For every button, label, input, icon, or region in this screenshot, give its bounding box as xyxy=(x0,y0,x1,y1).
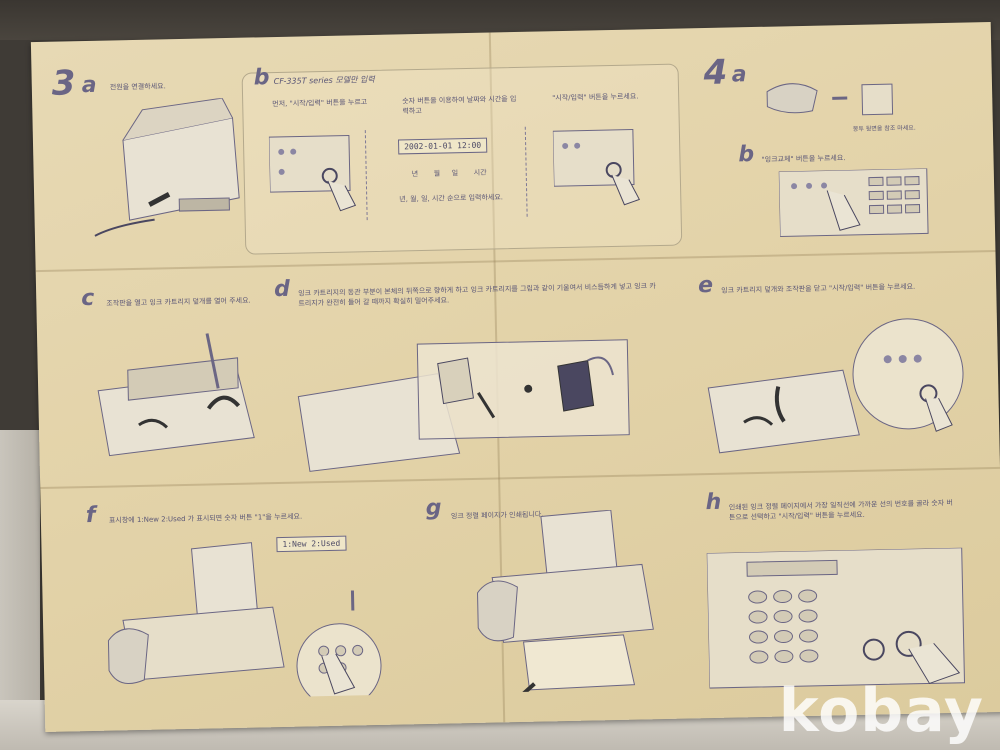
close-cover-illustration xyxy=(707,318,964,454)
keypad-selection-illustration xyxy=(706,547,966,689)
lcd-label-month: 월 xyxy=(433,169,441,178)
step-3a-text: 전원을 연결하세요. xyxy=(109,82,166,92)
step-d-letter: d xyxy=(273,276,291,303)
ink-change-button-illustration xyxy=(778,168,929,237)
step-3-number: 3 xyxy=(51,63,76,104)
step-4a-note: 봉투 뒷면을 참조 마세요. xyxy=(852,124,916,133)
instruction-sheet: 3 a 전원을 연결하세요. b CF-335T series 모델만 입력 먼… xyxy=(30,22,1000,732)
step-4-number: 4 xyxy=(703,52,728,94)
fold-line-top xyxy=(35,249,996,273)
control-panel-illustration-1 xyxy=(268,134,357,212)
step-4b-text: "잉크교체" 버튼을 누르세요. xyxy=(761,154,846,164)
open-cover-illustration xyxy=(97,333,255,457)
step-e-letter: e xyxy=(697,272,714,299)
step-3-letter: a xyxy=(81,72,97,99)
step-f-text: 표시창에 1:New 2:Used 가 표시되면 숫자 버튼 "1"을 누르세요… xyxy=(108,512,303,525)
lcd-label-day: 일 xyxy=(451,169,459,178)
kobay-watermark: kobay xyxy=(778,676,984,746)
insert-cartridge-illustration xyxy=(297,339,630,472)
step-f-letter: f xyxy=(85,502,96,529)
print-alignment-illustration xyxy=(477,509,654,693)
background-left xyxy=(0,430,40,750)
step-h-letter: h xyxy=(705,489,722,516)
step-h-text: 인쇄된 잉크 정렬 페이지에서 가장 일직선에 가까운 선의 번호를 골라 숫자… xyxy=(728,498,953,522)
step-c-letter: c xyxy=(81,285,95,312)
step-e-text: 잉크 카트리지 덮개와 조작판을 닫고 "시작/입력" 버튼을 누르세요. xyxy=(721,282,916,295)
step-b-col1-text: 먼저, "시작/입력" 버튼을 누르고 xyxy=(272,98,368,109)
fax-power-illustration xyxy=(94,97,240,237)
step-d-text: 잉크 카트리지의 동관 부분이 본체의 뒤쪽으로 향하게 하고 잉크 카트리지를… xyxy=(298,282,656,308)
step-b-col2-text: 숫자 버튼을 이용하여 날짜와 시간을 입력하고 xyxy=(402,94,517,116)
cartridge-unpack-illustration xyxy=(766,83,894,116)
control-panel-illustration-2 xyxy=(552,129,641,206)
step-b-model-note: CF-335T series 모델만 입력 xyxy=(273,74,375,87)
step-g-letter: g xyxy=(425,495,442,521)
step-c-text: 조작판을 열고 잉크 카트리지 덮개를 열어 주세요. xyxy=(106,296,251,308)
step-4-letter: a xyxy=(731,62,747,88)
date-time-display: 2002-01-01 12:00 xyxy=(397,137,488,155)
fax-keypad-illustration xyxy=(107,542,382,701)
step-4b-letter: b xyxy=(738,142,755,168)
lcd-label-year: 년 xyxy=(411,170,419,179)
step-b-letter: b xyxy=(253,65,270,91)
lcd-label-time: 시간 xyxy=(473,168,487,177)
step-b-col3-text: "시작/입력" 버튼을 누르세요. xyxy=(552,92,639,103)
